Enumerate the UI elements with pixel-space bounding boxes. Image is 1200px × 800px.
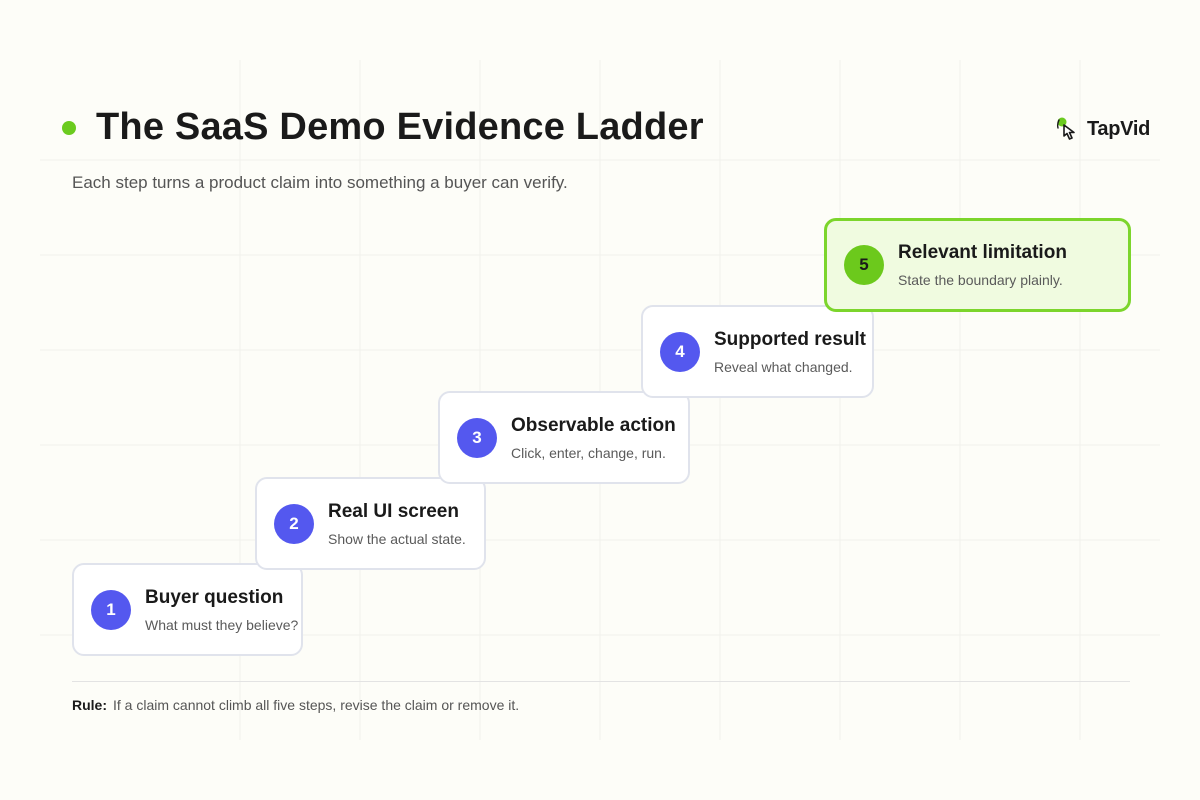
- step-number-badge: 3: [457, 417, 497, 458]
- step-description: Reveal what changed.: [714, 358, 853, 375]
- step-description: State the boundary plainly.: [898, 272, 1063, 288]
- page-title: The SaaS Demo Evidence Ladder: [96, 106, 704, 148]
- step-number-badge: 4: [660, 331, 700, 372]
- footer-divider: [72, 681, 1130, 682]
- step-description: What must they believe?: [145, 616, 299, 633]
- step-description: Show the actual state.: [328, 530, 466, 547]
- brand-logo: TapVid: [1055, 115, 1150, 143]
- step-number-badge: 5: [844, 245, 884, 285]
- title-bullet-dot: [62, 120, 76, 135]
- pointer-hand-icon: [1056, 117, 1075, 140]
- step-number-badge: 1: [91, 589, 131, 630]
- step-title: Relevant limitation: [898, 242, 1067, 263]
- rule-text: If a claim cannot climb all five steps, …: [113, 697, 520, 713]
- page-subtitle: Each step turns a product claim into som…: [72, 173, 568, 192]
- ladder-step-1: 1 Buyer question What must they believe?: [72, 563, 303, 656]
- title-row: The SaaS Demo Evidence Ladder: [62, 106, 704, 149]
- ladder-step-2: 2 Real UI screen Show the actual state.: [255, 477, 486, 570]
- step-title: Observable action: [511, 414, 676, 436]
- step-description: Click, enter, change, run.: [511, 444, 666, 461]
- brand-logo-text: TapVid: [1086, 117, 1150, 140]
- ladder-step-4: 4 Supported result Reveal what changed.: [641, 305, 874, 398]
- step-number-badge: 2: [274, 503, 314, 544]
- rule-label: Rule:: [72, 697, 107, 713]
- rule-note: Rule: If a claim cannot climb all five st…: [72, 697, 519, 713]
- step-title: Real UI screen: [328, 500, 459, 522]
- ladder-step-3: 3 Observable action Click, enter, change…: [438, 391, 690, 484]
- step-title: Buyer question: [145, 586, 284, 608]
- step-title: Supported result: [714, 328, 867, 350]
- ladder-step-5: 5 Relevant limitation State the boundary…: [824, 218, 1131, 312]
